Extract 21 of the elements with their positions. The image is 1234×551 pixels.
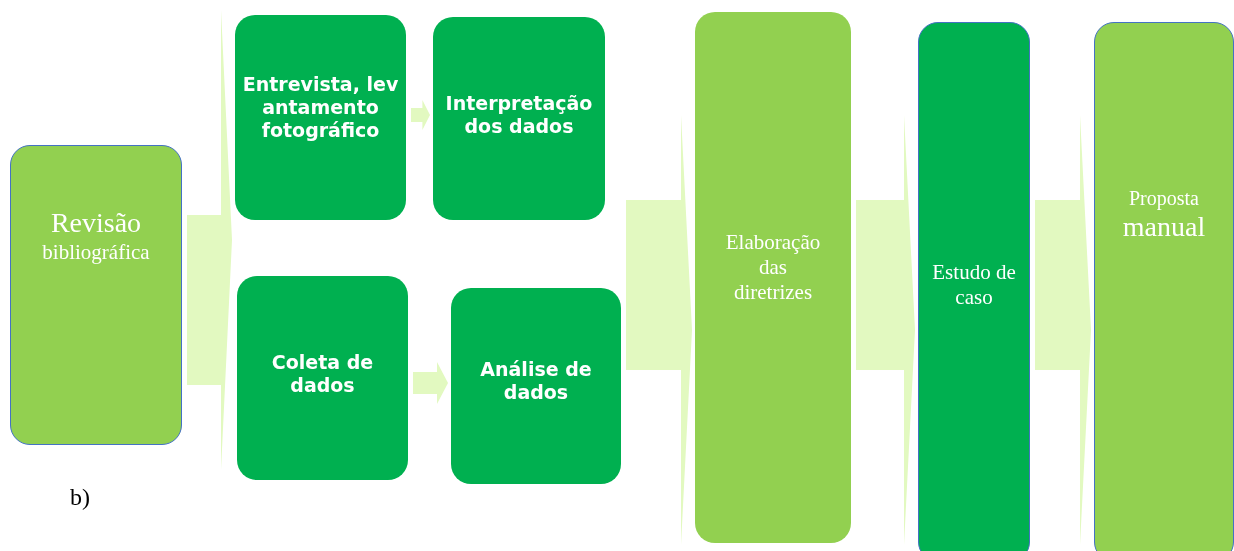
node-text: bibliográfica — [42, 239, 150, 265]
node-text: Revisão — [50, 206, 142, 240]
node-text: Entrevista, lev antamento fotográfico — [241, 73, 400, 142]
process-box — [235, 15, 406, 220]
node-text: Coleta de dados — [270, 351, 375, 397]
process-box — [237, 276, 408, 480]
process-box — [695, 12, 851, 543]
node-text: manual — [1122, 210, 1206, 244]
panel-label: b) — [70, 484, 90, 511]
process-box — [451, 288, 621, 484]
block-arrow — [411, 100, 430, 130]
node-text: Estudo de caso — [931, 260, 1017, 311]
process-box — [918, 22, 1030, 551]
node-text: Proposta — [1129, 186, 1199, 210]
block-arrow — [413, 362, 448, 404]
process-box — [10, 145, 182, 445]
process-box — [1094, 22, 1234, 551]
node-text: Interpretação dos dados — [444, 92, 594, 138]
node-text: Análise de dados — [479, 358, 593, 404]
process-box — [433, 17, 605, 220]
node-text: Elaboração das diretrizes — [724, 230, 822, 306]
